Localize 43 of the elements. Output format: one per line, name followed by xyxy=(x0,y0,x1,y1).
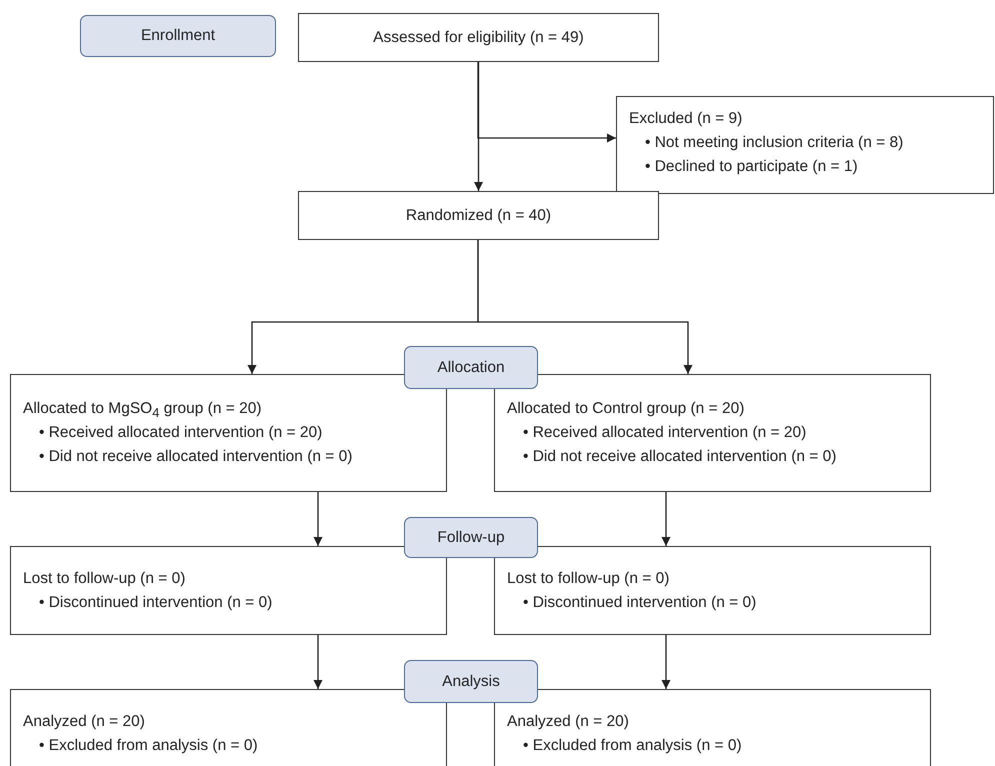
bullet-item: • Excluded from analysis (n = 0) xyxy=(522,736,743,756)
bullet-item: • Received allocated intervention (n = 20) xyxy=(38,423,324,443)
process-box xyxy=(10,374,447,492)
arrow xyxy=(314,635,322,689)
arrow xyxy=(662,492,670,546)
process-box xyxy=(10,546,447,635)
process-box xyxy=(494,689,931,766)
stage-label-box xyxy=(404,517,538,558)
box-text: Analyzed (n = 20) xyxy=(23,712,146,732)
arrow xyxy=(662,635,670,689)
bullet-item: • Received allocated intervention (n = 20) xyxy=(522,423,808,443)
box-text: Enrollment xyxy=(140,27,216,45)
bullet-item: • Did not receive allocated intervention (n = 0) xyxy=(38,447,354,467)
box-text: Allocated to MgSO$_{4}$ group (n = 20) xyxy=(23,399,263,421)
box-text: Assessed for eligibility (n = 49) xyxy=(373,28,584,46)
bullet-item: • Excluded from analysis (n = 0) xyxy=(38,736,259,756)
process-box xyxy=(616,96,994,194)
box-text: Analyzed (n = 20) xyxy=(507,712,630,732)
arrow xyxy=(477,62,616,142)
bullet-item: • Discontinued intervention (n = 0) xyxy=(38,593,274,613)
bullet-item: • Did not receive allocated intervention (n = 0) xyxy=(522,447,838,467)
process-box xyxy=(10,689,447,766)
stage-label-box xyxy=(404,660,538,703)
box-text: Follow-up xyxy=(437,528,505,546)
stage-label-box xyxy=(80,15,276,57)
process-box xyxy=(494,546,931,635)
process-box xyxy=(298,13,659,62)
box-text: Lost to follow-up (n = 0) xyxy=(23,569,186,589)
stage-label-box xyxy=(404,346,538,389)
process-box xyxy=(494,374,931,492)
bullet-item: • Discontinued intervention (n = 0) xyxy=(522,593,758,613)
box-text: Allocated to Control group (n = 20) xyxy=(507,399,746,419)
bullet-item: • Declined to participate (n = 1) xyxy=(644,157,859,177)
box-text: Excluded (n = 9) xyxy=(629,109,744,129)
process-box xyxy=(298,191,659,240)
box-text: Allocation xyxy=(437,358,505,376)
box-text: Randomized (n = 40) xyxy=(406,206,552,224)
arrow xyxy=(474,62,483,191)
bullet-item: • Not meeting inclusion criteria (n = 8) xyxy=(644,133,904,153)
arrow xyxy=(314,492,322,546)
arrow xyxy=(477,240,692,374)
box-text: Analysis xyxy=(442,672,500,690)
box-text: Lost to follow-up (n = 0) xyxy=(507,569,670,589)
